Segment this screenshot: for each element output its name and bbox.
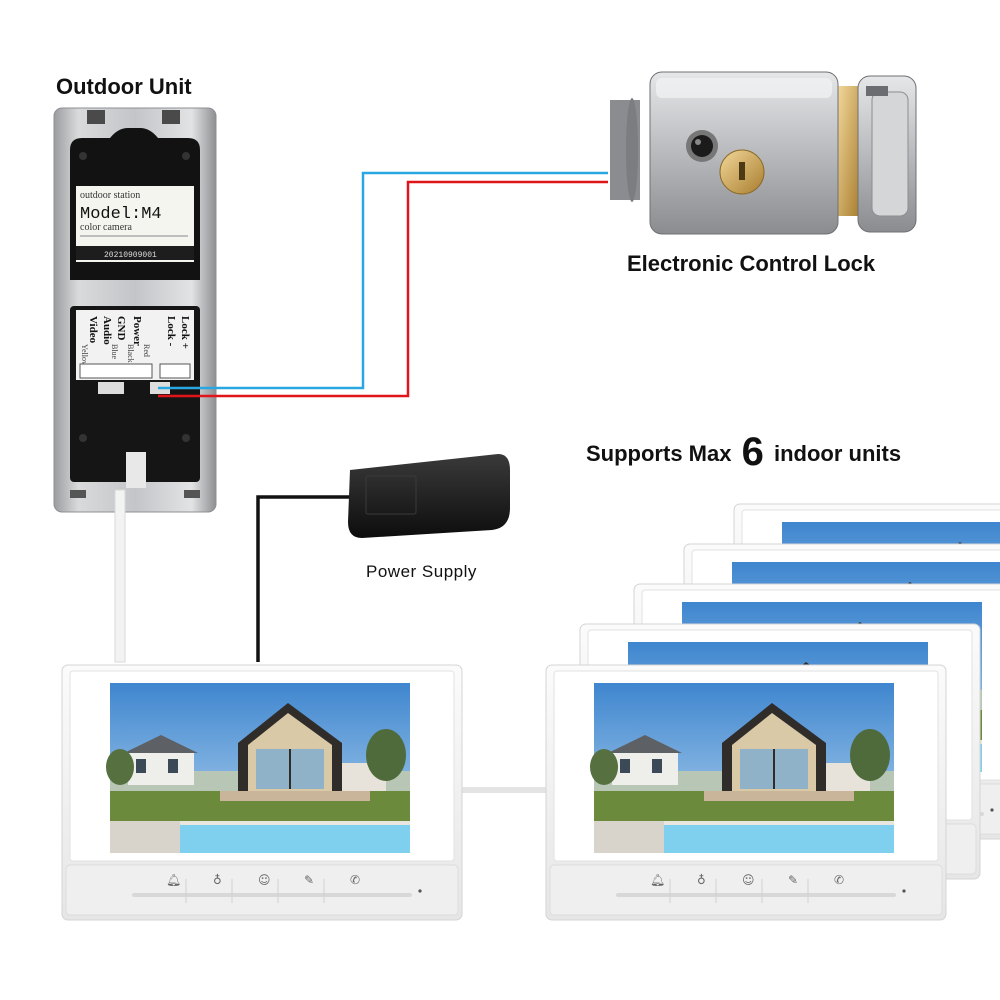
terminal-audio: Audio <box>101 316 113 345</box>
power-supply-label: Power Supply <box>366 562 477 581</box>
phone-icon: ✆ <box>350 873 360 887</box>
bell-icon: 🔔︎ <box>166 873 181 887</box>
wire-blue-label: Blue <box>110 344 119 360</box>
person-icon: ☺ <box>742 873 755 887</box>
terminal-labels: Video Audio GND Power Lock - Lock + <box>87 316 191 349</box>
electronic-lock <box>610 71 917 235</box>
lock-wires <box>158 171 608 398</box>
key-icon: ♁ <box>213 873 222 887</box>
blue-wire <box>158 171 608 390</box>
supports-prefix: Supports Max <box>586 441 732 466</box>
power-cable <box>256 495 350 662</box>
wire-yellow-label: Yellow <box>80 344 89 367</box>
wire-color-labels: Yellow Blue Black Red <box>80 344 151 367</box>
extra-indoor-monitors <box>546 504 1000 920</box>
outdoor-unit-label: Outdoor Unit <box>56 74 192 99</box>
terminal-lock-plus: Lock + <box>179 316 191 349</box>
red-wire <box>158 180 608 398</box>
electronic-lock-label: Electronic Control Lock <box>627 251 876 276</box>
wire-black-label: Black <box>126 344 135 363</box>
power-adapter <box>348 454 510 538</box>
terminal-gnd: GND <box>115 316 127 341</box>
person-icon: ☺ <box>258 873 271 887</box>
terminal-lock-minus: Lock - <box>165 316 177 347</box>
outdoor-unit: outdoor station Model:M4 color camera 20… <box>53 107 217 513</box>
supports-max-label: Supports Max 6 indoor units <box>586 430 901 475</box>
panel-subtitle: color camera <box>80 222 132 233</box>
key-icon: ♁ <box>697 873 706 887</box>
phone-icon: ✆ <box>834 873 844 887</box>
terminal-video: Video <box>87 316 99 344</box>
outdoor-to-monitor-cable <box>114 489 126 663</box>
wrench-icon: ✎ <box>788 873 798 887</box>
bell-icon: 🔔︎ <box>650 873 665 887</box>
wire-red-label: Red <box>142 344 151 357</box>
front-stack-monitor-icons: 🔔︎ ♁ ☺ ✎ ✆ <box>650 873 844 887</box>
panel-model: Model:M4 <box>80 205 162 224</box>
main-monitor-icons: 🔔︎ ♁ ☺ ✎ ✆ <box>166 873 360 887</box>
wrench-icon: ✎ <box>304 873 314 887</box>
supports-suffix: indoor units <box>773 441 902 466</box>
terminal-power: Power <box>131 316 143 346</box>
panel-serial: 20210909001 <box>104 251 157 260</box>
panel-header: outdoor station <box>80 190 140 201</box>
supports-count: 6 <box>741 430 764 474</box>
